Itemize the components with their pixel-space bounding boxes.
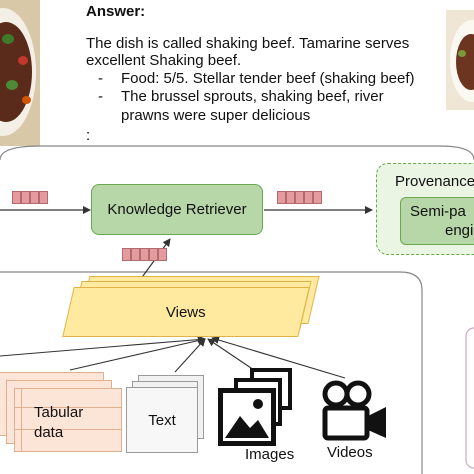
engine-label-line-2: engi: [445, 222, 474, 239]
arrow-videos-to-views: [211, 336, 346, 379]
arrow-text-to-views: [174, 338, 206, 373]
answer-line-2: excellent Shaking beef.: [86, 52, 242, 69]
dish-photo-left: [0, 0, 40, 146]
bullet-2-line-1: The brussel sprouts, shaking beef, river: [121, 88, 384, 105]
views-box: Views: [62, 287, 310, 337]
answer-heading: Answer:: [86, 3, 146, 20]
embedding-vector-input: [12, 191, 48, 204]
tabular-sheet-front: [14, 388, 122, 452]
knowledge-retriever-label: Knowledge Retriever: [107, 201, 247, 218]
text-label: Text: [148, 411, 176, 429]
bullet-dash-1: -: [98, 70, 103, 87]
images-icon: [218, 368, 292, 446]
arrow-tabular-to-views: [0, 335, 206, 357]
embedding-vector-output: [277, 191, 322, 204]
semi-parametric-engine-box: Semi-pa engi: [400, 197, 474, 245]
answer-trailing-colon: :: [86, 127, 91, 144]
views-label: Views: [166, 303, 206, 321]
right-partial-box: [465, 327, 474, 469]
outer-panel-outline: [0, 145, 474, 161]
engine-label-line-1: Semi-pa: [410, 203, 466, 220]
bullet-1-line-1: Food: 5/5. Stellar tender beef (shaking …: [121, 70, 415, 87]
provenance-box: Provenance Semi-pa engi: [376, 163, 474, 255]
arrow-tabular2-to-views: [69, 336, 206, 371]
embedding-vector-views: [122, 248, 167, 261]
bullet-2-line-2: prawns were super delicious: [121, 107, 311, 124]
arrow-images-to-views: [207, 338, 255, 371]
videos-label: Videos: [327, 444, 373, 461]
text-doc-front: Text: [126, 387, 198, 453]
knowledge-retriever-box: Knowledge Retriever: [91, 184, 263, 235]
images-label: Images: [245, 446, 295, 463]
tabular-label-line-2: data: [34, 424, 64, 441]
video-camera-icon: [322, 380, 388, 442]
answer-line-1: The dish is called shaking beef. Tamarin…: [86, 35, 410, 52]
views-container-outline: [0, 271, 423, 474]
provenance-label: Provenance: [395, 173, 474, 190]
tabular-label-line-1: Tabular: [34, 404, 84, 421]
dish-photo-right: [446, 10, 474, 110]
bullet-dash-2: -: [98, 88, 103, 105]
